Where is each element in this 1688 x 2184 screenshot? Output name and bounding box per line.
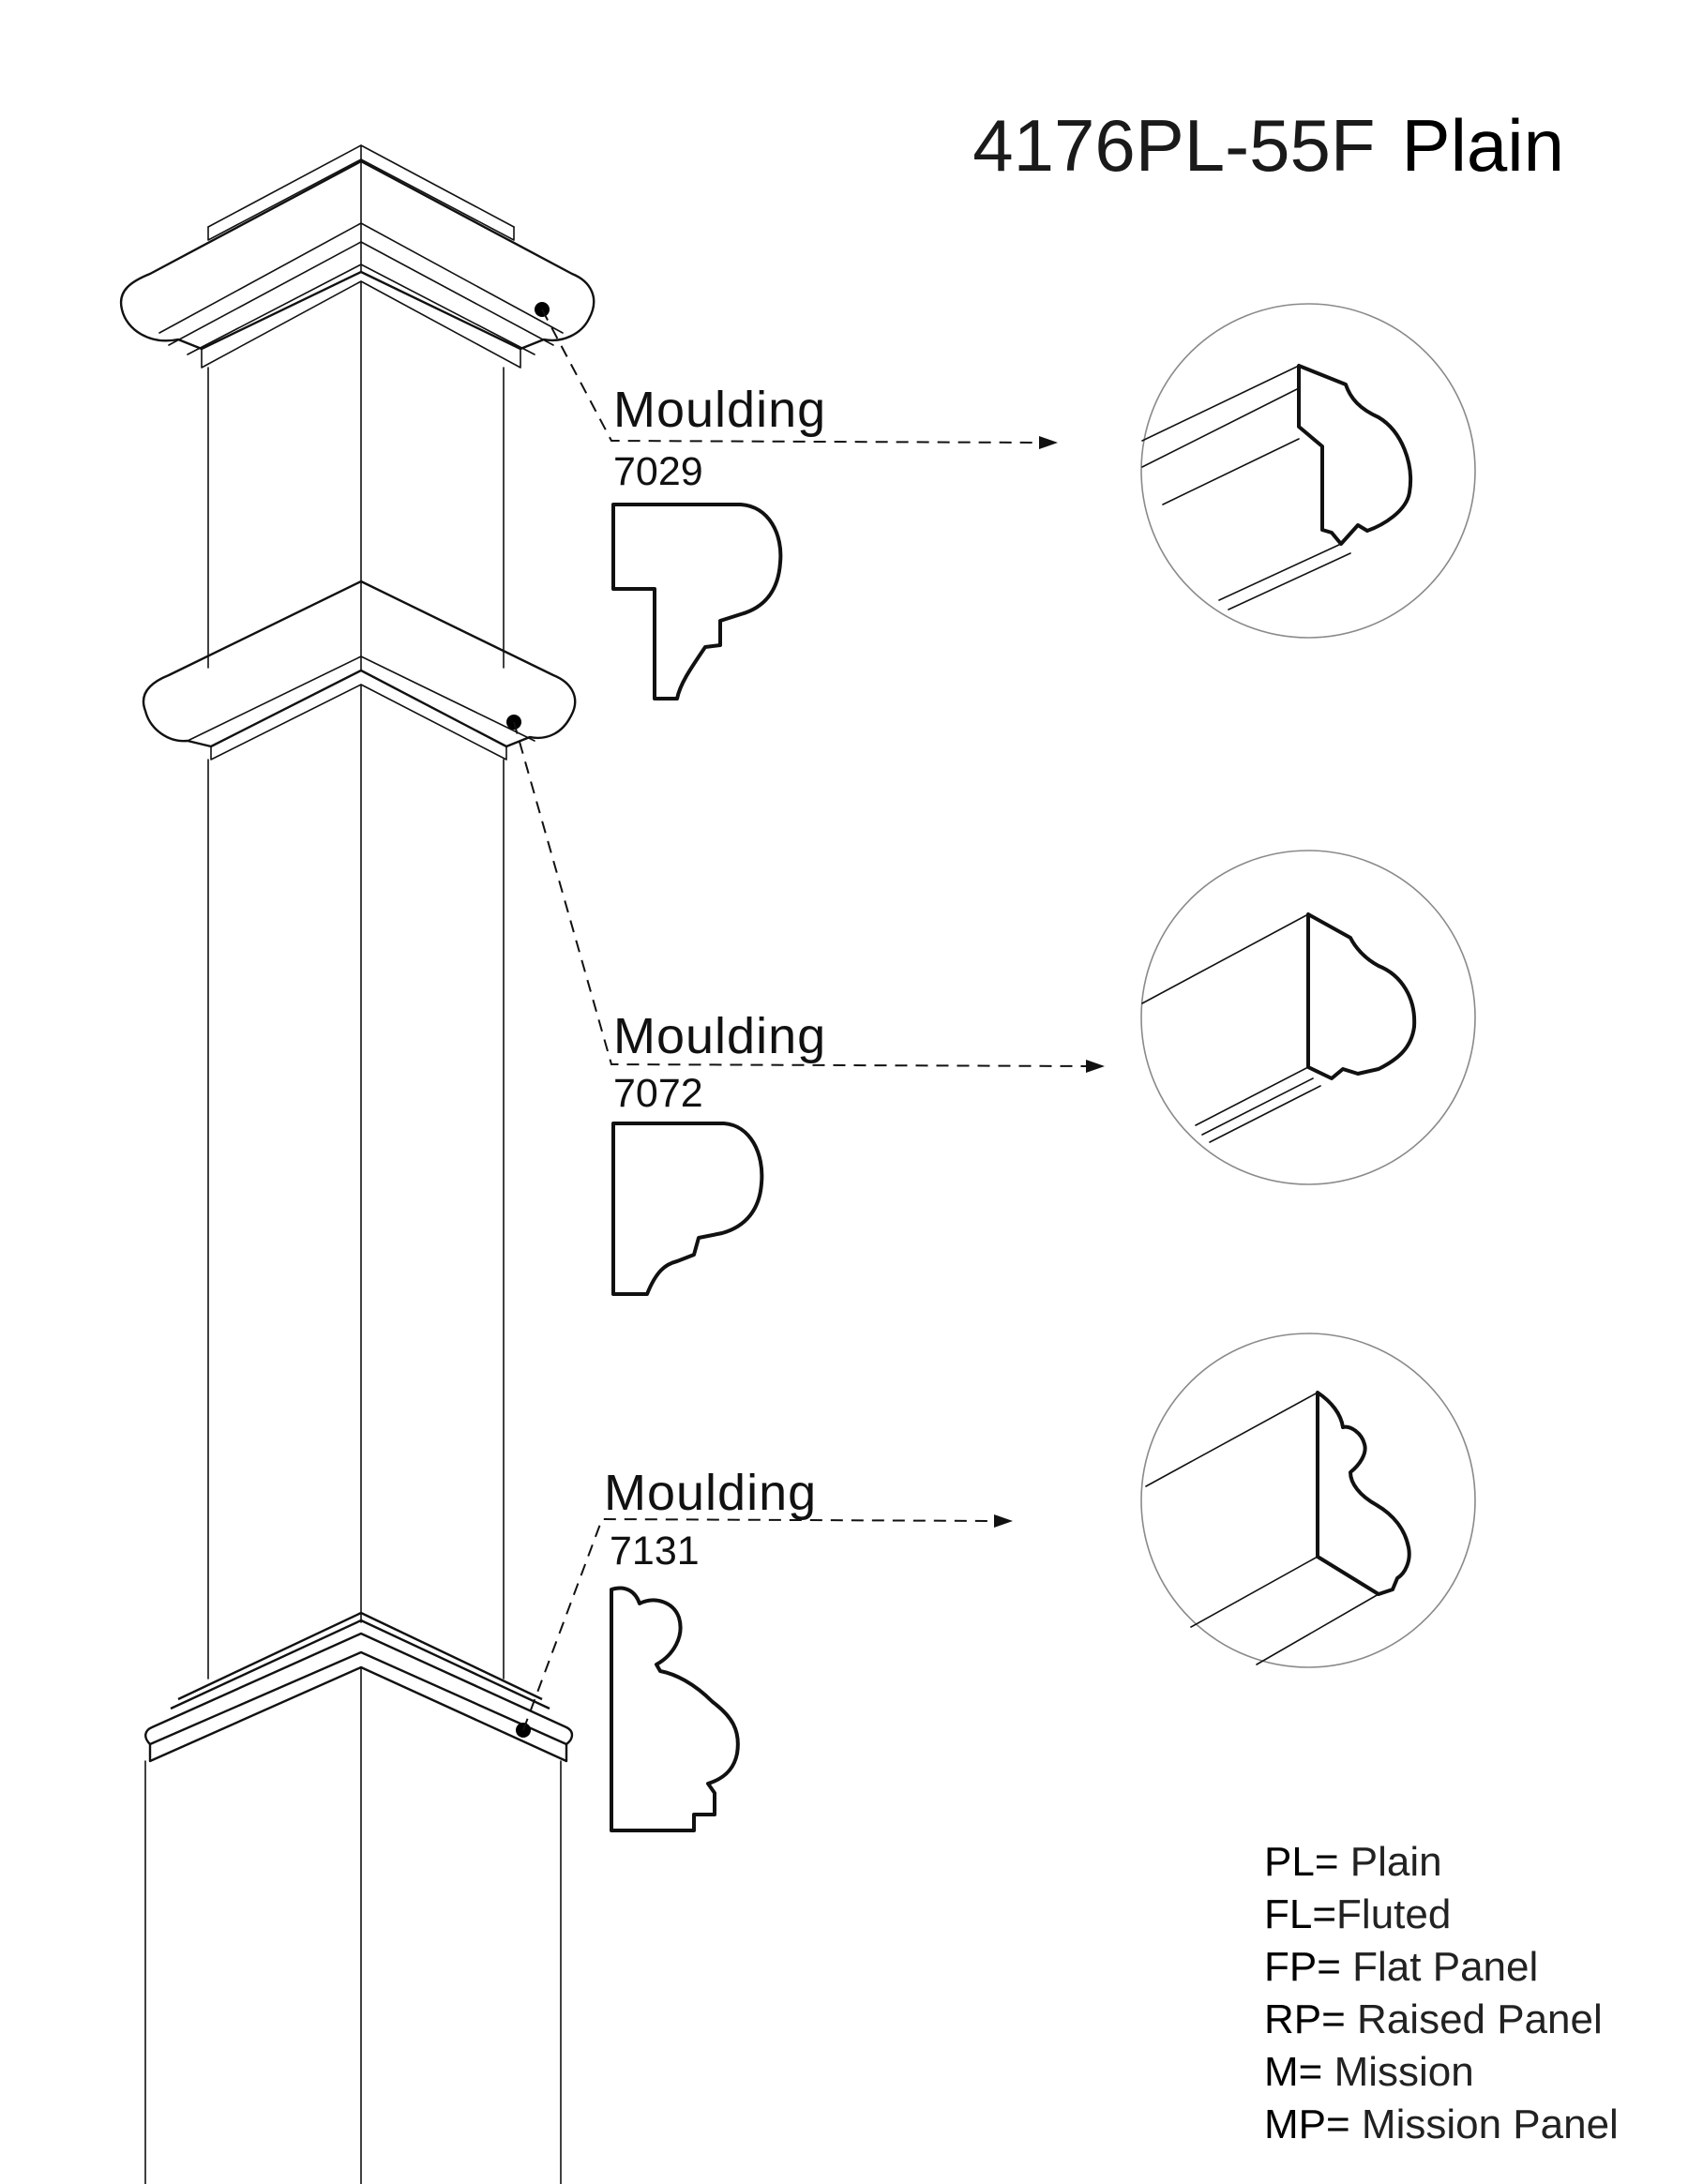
callout-moulding-7072: Moulding 7072: [506, 715, 1476, 1296]
base-collar: [144, 1611, 574, 2184]
legend-key-fl: FL=: [1264, 1891, 1336, 1937]
callout-3-leader: [522, 1517, 997, 1731]
detail-circle-7131: [1140, 1333, 1476, 1668]
legend-item-fp: FP= Flat Panel: [1264, 1944, 1538, 1990]
callout-1-arrowhead: [1039, 436, 1058, 449]
legend-value-rp: Raised Panel: [1346, 1996, 1603, 2042]
profile-7072: [611, 1122, 764, 1296]
callout-3-code: 7131: [610, 1529, 700, 1574]
legend-key-fp: FP=: [1264, 1944, 1341, 1990]
legend-item-pl: PL= Plain: [1264, 1839, 1442, 1885]
page-title: 4176PL-55F Plain: [972, 104, 1564, 187]
callout-moulding-7131: Moulding 7131: [516, 1333, 1476, 1832]
legend-item-fl: FL=Fluted: [1264, 1891, 1451, 1937]
detail-section-7072: [1141, 912, 1417, 1143]
top-cap: [119, 144, 595, 369]
legend-value-pl: Plain: [1339, 1839, 1442, 1885]
callout-1-code: 7029: [613, 449, 703, 494]
profile-7131: [610, 1586, 740, 1832]
legend-key-rp: RP=: [1264, 1996, 1346, 2042]
detail-section-7029: [1141, 364, 1412, 610]
legend-value-m: Mission: [1322, 2049, 1473, 2095]
callout-3-label: Moulding: [604, 1465, 817, 1521]
legend-value-fl: Fluted: [1336, 1891, 1451, 1937]
legend-item-m: M= Mission: [1264, 2049, 1474, 2095]
legend-value-mp: Mission Panel: [1350, 2101, 1619, 2147]
legend-key-m: M=: [1264, 2049, 1322, 2095]
callout-3-arrowhead: [994, 1514, 1013, 1528]
callout-2-label: Moulding: [613, 1008, 826, 1064]
callout-2-leader: [513, 721, 1089, 1067]
legend-value-fp: Flat Panel: [1341, 1944, 1538, 1990]
detail-circle-7029: [1140, 303, 1476, 639]
detail-circle-7072: [1140, 850, 1476, 1185]
model-number: 4176PL-55F: [972, 104, 1375, 187]
callout-1-label: Moulding: [613, 382, 826, 438]
style-name: Plain: [1402, 104, 1564, 187]
lower-shaft: [207, 684, 505, 1679]
profile-7029: [611, 503, 783, 700]
callout-2-code: 7072: [613, 1071, 703, 1116]
callout-1-leader: [541, 309, 1042, 444]
legend-key-pl: PL=: [1264, 1839, 1339, 1885]
detail-section-7131: [1145, 1391, 1411, 1665]
legend-key-mp: MP=: [1264, 2101, 1350, 2147]
callout-moulding-7029: Moulding 7029: [535, 302, 1476, 700]
column-illustration: [119, 144, 595, 2184]
svg-text:4176PL-55F Plain: 4176PL-55F Plain: [972, 104, 1564, 187]
upper-shaft: [207, 280, 505, 669]
legend-item-mp: MP= Mission Panel: [1264, 2101, 1619, 2147]
legend: PL= Plain FL=Fluted FP= Flat Panel RP= R…: [1264, 1839, 1619, 2147]
legend-item-rp: RP= Raised Panel: [1264, 1996, 1603, 2042]
callout-2-arrowhead: [1086, 1060, 1105, 1073]
